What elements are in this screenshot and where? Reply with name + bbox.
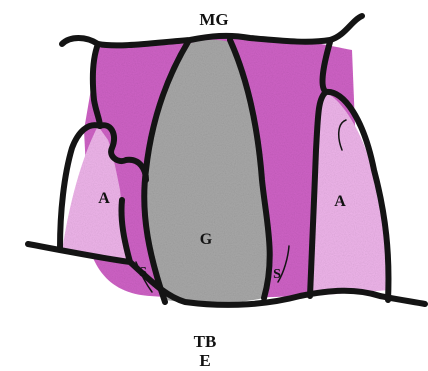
label-bottom-line1: TB [194, 332, 217, 351]
label-left-region: A [98, 190, 110, 207]
label-right-small: S [273, 267, 281, 282]
label-top: MG [199, 10, 228, 29]
label-center: G [200, 231, 213, 248]
label-right-region: A [334, 193, 346, 210]
label-bottom-line2: E [199, 351, 210, 370]
label-left-small: S [139, 265, 147, 280]
